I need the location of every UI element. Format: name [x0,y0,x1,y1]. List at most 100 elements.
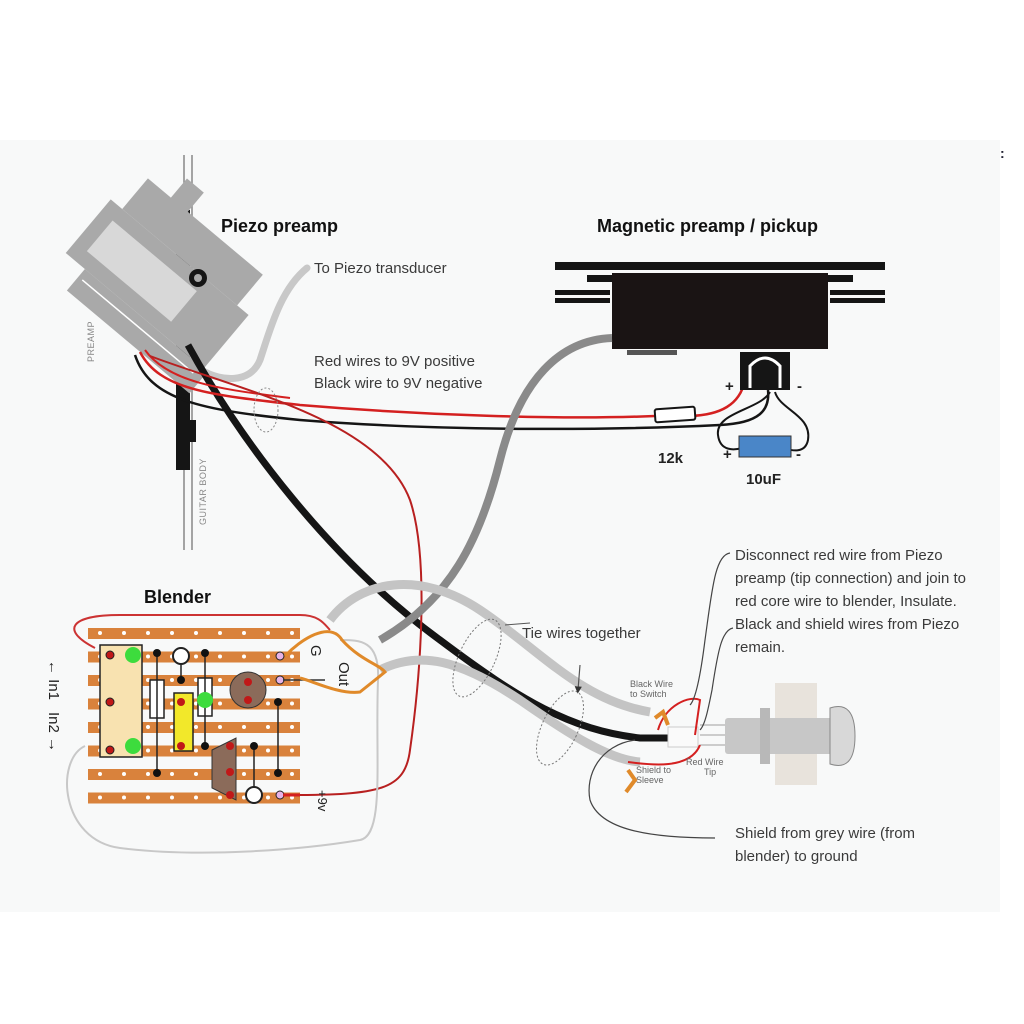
strip-hole [170,701,174,706]
corner-mark: : [1000,145,1005,161]
red-wires-label: Red wires to 9V positive [314,353,475,370]
strip-hole [218,701,222,706]
strip-hole [218,631,222,635]
strip-hole [266,701,270,706]
red-wire-power-1 [138,351,656,419]
grey-wire-blender-1 [326,580,651,717]
strip-hole [194,701,198,706]
strip-hole [146,678,150,682]
strip-hole [266,748,270,753]
strip-hole [290,772,294,776]
strip-hole [146,725,150,729]
copper-strip [88,628,300,639]
strip-hole [194,795,198,800]
green-pad [197,692,213,708]
strip-hole [170,795,174,800]
copper-strip [88,651,300,663]
strip-hole [98,631,102,635]
blender-title: Blender [144,587,212,607]
output-jack [667,683,856,785]
strip-hole [290,748,294,753]
strip-hole [194,654,198,659]
tie-wires-label: Tie wires together [522,625,641,642]
transistor-round [229,671,267,709]
terminal-pad [275,790,285,800]
callout-leader-disconnect [689,552,731,706]
strip-hole [194,725,198,729]
in1-label: ← In1 [45,660,62,701]
strip-hole [98,772,102,776]
strip-hole [170,725,174,729]
strip-hole [146,701,150,706]
red-wire-to-blender-9v [149,355,423,796]
solder-dot [244,696,252,704]
solder-dot [177,698,185,706]
red-wire-power-2 [144,349,291,399]
strip-hole [122,631,126,635]
connection-ring [172,647,190,665]
strip-hole [290,725,294,729]
solder-dot [274,769,282,777]
strip-hole [194,748,198,753]
solder-dot [274,698,282,706]
grey-wire-blender-2 [377,655,641,767]
strip-hole [218,678,222,682]
strip-hole [266,654,270,659]
strip-hole [194,631,198,635]
strip-hole [218,654,222,659]
strip-hole [170,772,174,776]
strip-hole [218,725,222,729]
strip-hole [170,631,174,635]
strip-hole [242,631,246,635]
strip-hole [122,772,126,776]
connection-ring [245,786,263,804]
callout-leader-shield [588,739,716,839]
capacitor-10uf [738,435,792,458]
solder-dot [201,742,209,750]
capacitor-yellow [173,692,194,752]
strip-hole [218,795,222,800]
strip-hole [146,772,150,776]
solder-dot [177,676,185,684]
solder-dot [244,678,252,686]
strip-hole [170,678,174,682]
strip-hole [242,725,246,729]
solder-dot [153,649,161,657]
callout-leader-black-shield [699,627,734,731]
terminal-pad [275,675,285,685]
copper-strip [88,745,300,757]
magnetic-preamp-title: Magnetic preamp / pickup [597,216,819,236]
strip-hole [242,654,246,659]
out-label: Out [335,662,352,687]
capacitor-minus: - [796,446,801,463]
strip-hole [266,678,270,682]
solder-dot [226,791,234,799]
green-pad [125,647,141,663]
strip-hole [266,631,270,635]
strip-hole [98,795,102,800]
tie-marker [253,387,279,433]
strip-hole [242,795,246,800]
strip-hole [194,772,198,776]
piezo-preamp-title: Piezo preamp [221,216,339,236]
tie-marker [452,618,502,698]
solder-pad [105,745,115,755]
strip-hole [170,748,174,753]
power-label: +9v [315,790,330,812]
copper-strip [88,792,300,804]
preamp-side-label: PREAMP [86,320,96,362]
solder-dot [153,769,161,777]
resistor-value: 12k [658,450,684,467]
strip-hole [146,795,150,800]
transistor-ic [211,737,237,801]
solder-dot [226,742,234,750]
strip-hole [290,701,294,706]
guitar-body-label: GUITAR BODY [198,458,208,525]
grey-cable-from-pickup [378,334,613,644]
solder-dot [250,742,258,750]
strip-hole [266,795,270,800]
pickup-minus: - [797,378,802,395]
cable-to-piezo-transducer [201,264,311,383]
strip-hole [290,654,294,659]
